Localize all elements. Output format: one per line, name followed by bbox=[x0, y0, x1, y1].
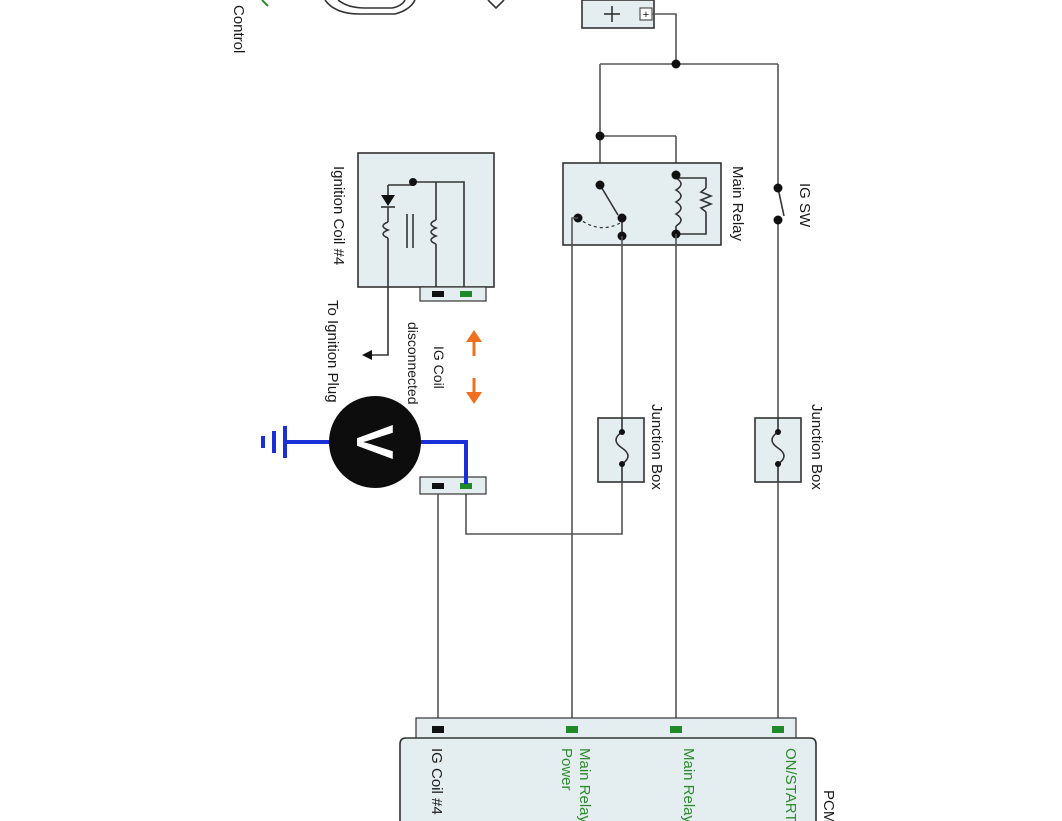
main-relay-label: Main Relay bbox=[729, 166, 746, 242]
ig-switch-contact bbox=[773, 215, 783, 225]
partial-sensor bbox=[261, 0, 505, 15]
disconnected-label: disconnected bbox=[405, 322, 421, 405]
ig-coil-label: IG Coil bbox=[431, 346, 447, 389]
junction-box-right bbox=[754, 417, 802, 483]
relay-contact bbox=[617, 213, 627, 223]
pcm-connector bbox=[415, 717, 797, 741]
voltmeter-probe-wires bbox=[261, 426, 468, 484]
voltmeter-symbol: V bbox=[345, 425, 403, 460]
junction-box-left bbox=[597, 417, 645, 483]
relay-contact bbox=[671, 170, 681, 180]
pcm-pin-ig-coil-label: IG Coil #4 bbox=[428, 748, 445, 815]
power-wires bbox=[599, 13, 779, 188]
ignition-coil-label: Ignition Coil #4 bbox=[330, 166, 347, 265]
pcm-pin-on-start-label: ON/START bbox=[782, 748, 799, 821]
junction-dot bbox=[595, 131, 605, 141]
to-ignition-plug-label: To Ignition Plug bbox=[324, 300, 341, 403]
ignition-coil-connector bbox=[419, 286, 487, 302]
coil-node bbox=[409, 178, 417, 186]
relay-contact bbox=[595, 180, 605, 190]
pcm-label: PCM bbox=[820, 790, 837, 821]
ig-switch bbox=[777, 187, 785, 418]
junction-box-left-label: Junction Box bbox=[648, 404, 665, 490]
pcm-pin-main-relay-label: Main Relay bbox=[680, 748, 697, 821]
junction-box-right-label: Junction Box bbox=[808, 404, 825, 490]
ignition-coil bbox=[357, 152, 495, 360]
junction-dot bbox=[671, 59, 681, 69]
ig-sw-label: IG SW bbox=[796, 183, 813, 228]
pcm-module bbox=[399, 737, 817, 821]
pcm-pin-main-relay-power-label2: Power bbox=[558, 748, 575, 791]
separation-arrows bbox=[466, 330, 482, 404]
harness-connector bbox=[419, 476, 487, 495]
battery: + bbox=[581, 0, 655, 29]
voltmeter: V bbox=[329, 396, 421, 488]
battery-plus-label: + bbox=[643, 9, 649, 21]
control-label: Control bbox=[230, 5, 247, 53]
pcm-pin-main-relay-power-label: Main Relay bbox=[576, 748, 593, 821]
main-relay bbox=[562, 162, 722, 246]
ig-switch-contact bbox=[773, 183, 783, 193]
